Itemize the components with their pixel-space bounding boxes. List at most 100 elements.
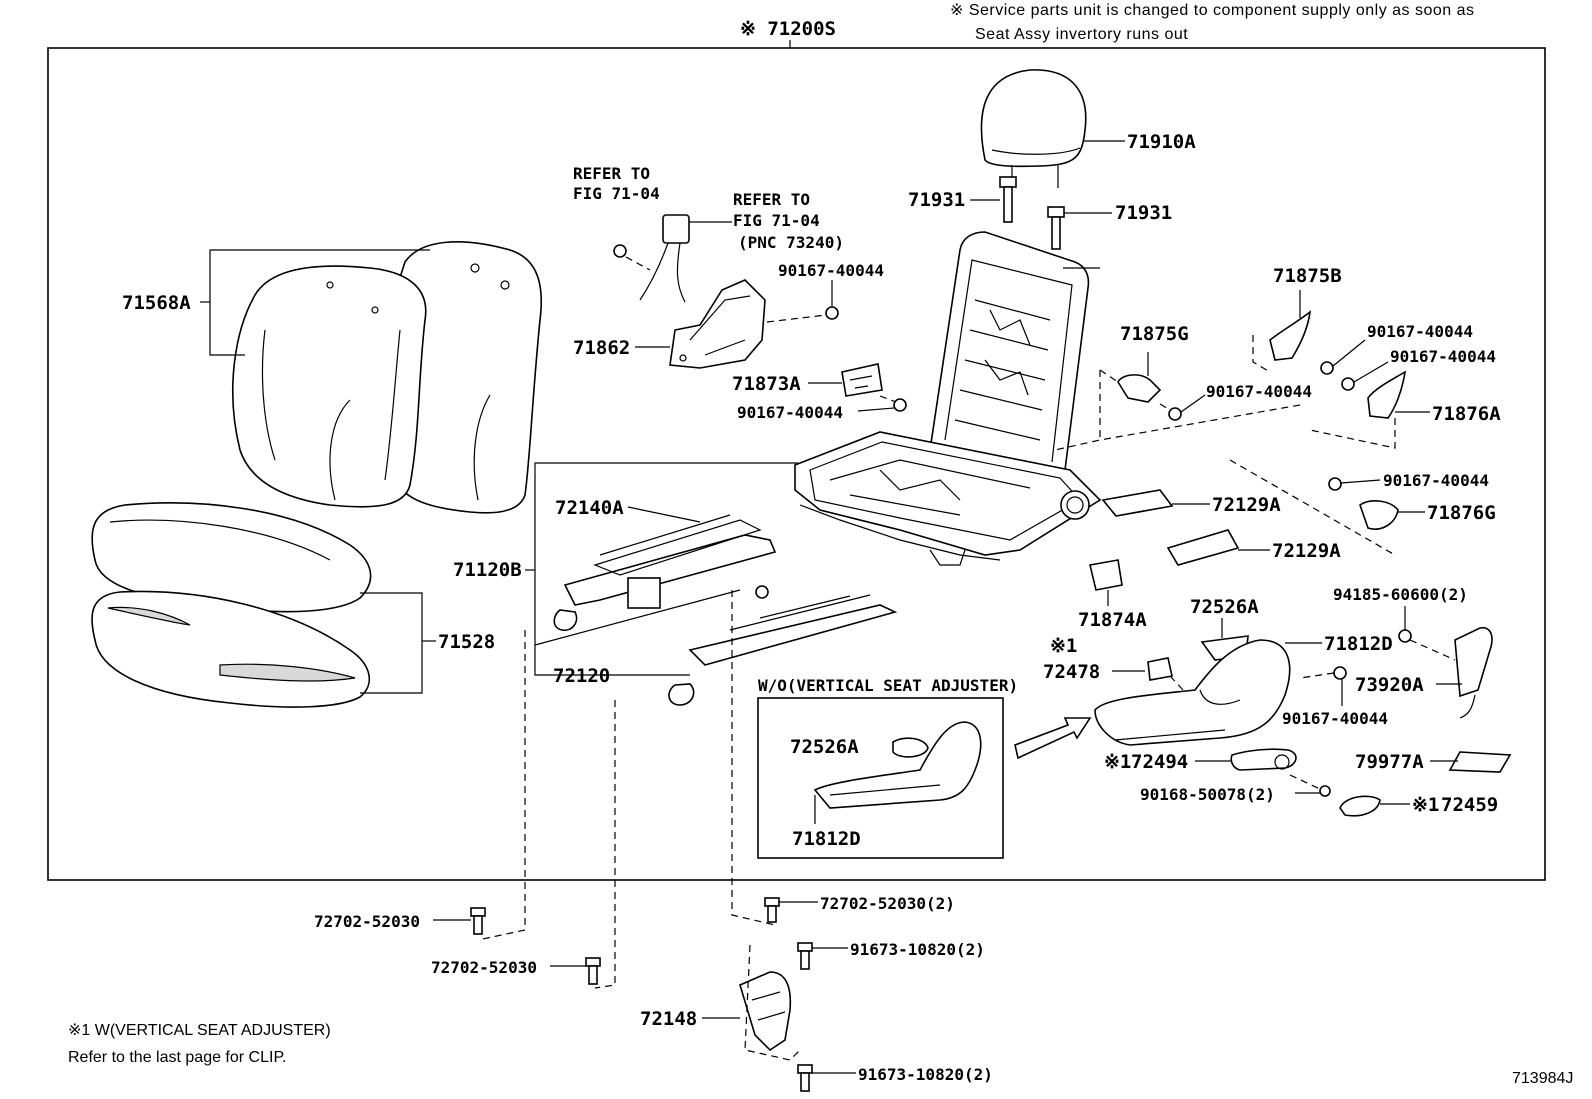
seatback-cover-front [232,265,427,508]
label-72526A: 72526A [1190,596,1259,618]
service-note-line2: Seat Assy invertory runs out [975,26,1188,43]
label-71120B: 71120B [453,559,522,581]
hinge-cover-71875B [1269,310,1312,361]
label-72478: 72478 [1043,661,1100,683]
dash-71875G-b [1099,369,1119,383]
label-71910A: 71910A [1127,131,1196,153]
label-91673-b: 91673-10820(2) [858,1065,993,1084]
label-72702-b: 72702-52030(2) [820,894,955,913]
cushion-cover-lower [91,590,371,708]
wo-knob-72526A [892,737,929,758]
bracket-72140A-base [534,589,741,646]
screw-c [1168,407,1182,421]
refer2-line3: (PNC 73240) [738,233,844,252]
refer1-line1: REFER TO [573,164,650,183]
rail-cover-72129A-a [1101,489,1174,517]
label-71528: 71528 [438,631,495,653]
label-71875G: 71875G [1120,323,1189,345]
label-72129A-b: 72129A [1272,540,1341,562]
dash-recline-b [1309,418,1396,449]
bracket-71568A-bottom [209,302,245,356]
label-71876A: 71876A [1432,403,1501,425]
label-71568A: 71568A [122,292,191,314]
label-71931a: 71931 [908,189,965,211]
bracket-71568A-top [209,249,430,302]
adjuster-72140A [553,514,777,632]
dash-71876G [1229,459,1396,556]
star-72478: ※1 [1050,635,1077,657]
bracket-71874A [1089,559,1123,591]
label-73920A: 73920A [1355,674,1424,696]
cap-72459 [1339,795,1381,817]
assembly-ref-label: ※ 71200S [740,18,836,40]
label-72702-a: 72702-52030 [314,912,420,931]
label-90168: 90168-50078(2) [1140,785,1275,804]
dash-bolt-72702-c [594,700,616,989]
wo-label-72526A: 72526A [790,736,859,758]
bracket-72120 [534,645,690,676]
screw-c-dashline [1159,403,1171,411]
bracket-72148 [739,971,792,1052]
leader-90167-b [857,407,895,412]
pad-79977A [1448,751,1512,773]
handle-72494 [1230,748,1297,771]
label-72140A: 72140A [555,497,624,519]
label-72129A-a: 72129A [1212,494,1281,516]
screw-e [1341,377,1355,391]
label-71874A: 71874A [1078,609,1147,631]
label-90167-b: 90167-40044 [737,403,843,422]
headrest-71910A [980,69,1087,188]
bracket-71873A [841,363,883,397]
bolt-72702-a [470,907,486,935]
screw-a-dashline [766,314,827,323]
star-72459: ※1 [1412,794,1439,816]
screw-b-dashline [879,395,897,403]
switch-73920A [1454,626,1493,719]
dash-bolt-72702-a [477,630,526,941]
dash-71875B [1252,335,1271,373]
label-71873A: 71873A [732,373,801,395]
label-71812D: 71812D [1324,633,1393,655]
bracket-71528 [360,592,423,694]
belt-bolt [613,244,627,258]
hinge-cover-71876G [1359,500,1399,530]
refer2-line1: REFER TO [733,190,810,209]
refer1-line2: FIG 71-04 [573,184,660,203]
dash-recline-a [1054,404,1301,451]
label-71876G: 71876G [1427,502,1496,524]
adjuster-72120 [668,594,898,706]
label-72494: 72494 [1131,751,1188,773]
leader-90167-e [1353,361,1389,383]
dash-bolt-72702-b [731,590,776,926]
screw-f [1328,477,1342,491]
dash-72478 [1169,675,1186,693]
footnote-1: ※1 W(VERTICAL SEAT ADJUSTER) [68,1022,331,1039]
label-72120: 72120 [553,665,610,687]
leader-90167-d [1332,339,1366,367]
label-72702-c: 72702-52030 [431,958,537,977]
figure-id: 713984J [1512,1070,1573,1087]
arrow-wo-to-with [1014,717,1092,760]
wo-vertical-adjuster-box [757,697,1004,859]
star-72494: ※1 [1104,751,1131,773]
seat-back-frame [929,231,1090,491]
headrest-support-right [1047,206,1065,250]
wo-cover-71812D [813,721,982,809]
label-90167-c: 90167-40044 [1206,382,1312,401]
dash-72148 [744,944,801,1061]
side-shield-71862 [669,279,766,369]
belt-anchor [639,214,690,303]
leader-90167-f [1340,479,1381,484]
label-94185: 94185-60600(2) [1333,585,1468,604]
label-91673-a: 91673-10820(2) [850,940,985,959]
label-90167-d: 90167-40044 [1367,322,1473,341]
bolt-72702-b [764,897,780,923]
label-72148: 72148 [640,1008,697,1030]
label-90167-g: 90167-40044 [1282,709,1388,728]
headrest-support-left [999,176,1017,223]
assembly-frame [47,47,1546,881]
belt-bolt-dashline [625,256,651,271]
bolt-91673-b [797,1064,813,1092]
screw-g [1333,666,1347,680]
